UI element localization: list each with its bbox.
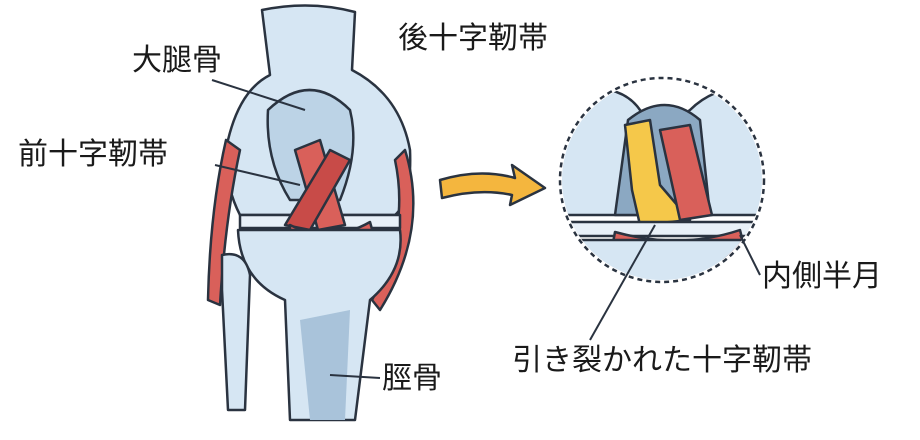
label-meniscus: 内側半月 bbox=[762, 259, 882, 294]
label-femur: 大腿骨 bbox=[132, 43, 222, 78]
label-pcl: 後十字靭帯 bbox=[398, 21, 548, 56]
torn-ligament bbox=[623, 118, 692, 227]
label-acl: 前十字靭帯 bbox=[18, 137, 168, 172]
medial-ligament bbox=[370, 148, 415, 312]
fibula-bone bbox=[220, 252, 252, 412]
label-tibia: 脛骨 bbox=[382, 361, 442, 396]
label-torn-ligament: 引き裂かれた十字靭帯 bbox=[512, 343, 812, 378]
lateral-ligament bbox=[206, 138, 242, 307]
arrow-icon bbox=[438, 163, 547, 207]
